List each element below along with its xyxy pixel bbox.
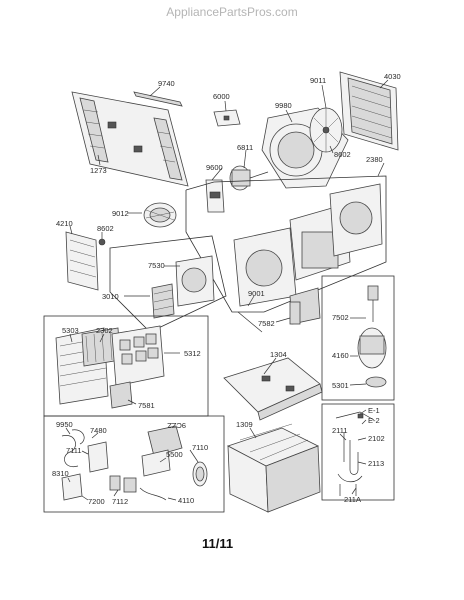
- watermark-text: AppliancePartsPros.com: [166, 5, 297, 19]
- part-label-6811: 6811: [237, 143, 253, 152]
- part-label-1273: 1273: [90, 166, 107, 175]
- part-label-9011: 9011: [310, 76, 326, 85]
- part-label-4110: 4110: [178, 496, 194, 505]
- part-label-6000: 6000: [213, 92, 230, 101]
- part-label-e2: E-2: [368, 416, 380, 425]
- cabinet-1309: [226, 423, 321, 513]
- part-label-8310: 8310: [52, 469, 69, 478]
- part-label-9600: 9600: [206, 163, 223, 172]
- part-label-9950: 9950: [56, 420, 73, 429]
- evaporator-housing: [233, 183, 383, 325]
- part-label-8602-top: 8602: [334, 150, 351, 159]
- part-label-4210: 4210: [56, 219, 73, 228]
- evaporator-coil-3010: [151, 255, 215, 319]
- part-label-9980: 9980: [275, 101, 292, 110]
- part-label-5312: 5312: [184, 349, 201, 358]
- bracket-6000: [213, 109, 241, 127]
- evaporator-outline: [109, 235, 227, 333]
- control-assembly: [61, 425, 208, 501]
- part-label-7480: 7480: [90, 426, 107, 435]
- front-frame-assembly: [71, 91, 189, 187]
- part-label-7502: 7502: [332, 313, 349, 322]
- blower-wheel-9012: [143, 202, 177, 228]
- shroud-and-fan-assembly: [261, 107, 352, 189]
- part-label-3010: 3010: [102, 292, 119, 301]
- part-label-8602-left: 8602: [97, 224, 114, 233]
- part-label-2113: 2113: [368, 459, 384, 468]
- part-label-2111: 2111: [332, 426, 348, 435]
- part-label-2302: 2302: [96, 326, 113, 335]
- page-number: 11/11: [202, 536, 233, 551]
- part-label-7111: 7111: [66, 446, 82, 455]
- part-label-e1: E-1: [368, 406, 380, 415]
- compressor-box: [321, 275, 395, 401]
- part-label-4160: 4160: [332, 351, 349, 360]
- part-label-7112: 7112: [112, 497, 128, 506]
- part-label-7110: 7110: [192, 443, 208, 452]
- control-parts-9001-7582: [237, 301, 301, 333]
- part-label-9czz: 9CZZ: [167, 421, 186, 430]
- part-label-1309: 1309: [236, 420, 253, 429]
- part-label-7582: 7582: [258, 319, 275, 328]
- evaporator-grille-4210: [65, 231, 106, 291]
- tubing-box: [321, 403, 395, 501]
- part-label-7200: 7200: [88, 497, 105, 506]
- condenser-coil-4030: [339, 71, 399, 151]
- tubing-assembly: [335, 411, 375, 496]
- part-label-5500: 5500: [166, 450, 183, 459]
- fan-motor-assembly: [205, 165, 269, 213]
- part-label-2102: 2102: [368, 434, 385, 443]
- part-label-7581: 7581: [138, 401, 155, 410]
- compressor-assembly: [357, 285, 387, 388]
- control-box: [43, 415, 225, 513]
- part-label-9740: 9740: [158, 79, 175, 88]
- base-pan-1304: [223, 357, 323, 421]
- part-label-2380: 2380: [366, 155, 383, 164]
- front-panel-assembly: [55, 325, 165, 409]
- part-label-211a: 211A: [344, 495, 361, 504]
- part-label-5303: 5303: [62, 326, 79, 335]
- part-label-1304: 1304: [270, 350, 287, 359]
- part-label-4030: 4030: [384, 72, 401, 81]
- part-label-7530: 7530: [148, 261, 165, 270]
- chassis-outline-2380: [185, 175, 387, 313]
- part-label-9001: 9001: [248, 289, 265, 298]
- part-label-5301: 5301: [332, 381, 349, 390]
- part-label-9012: 9012: [112, 209, 129, 218]
